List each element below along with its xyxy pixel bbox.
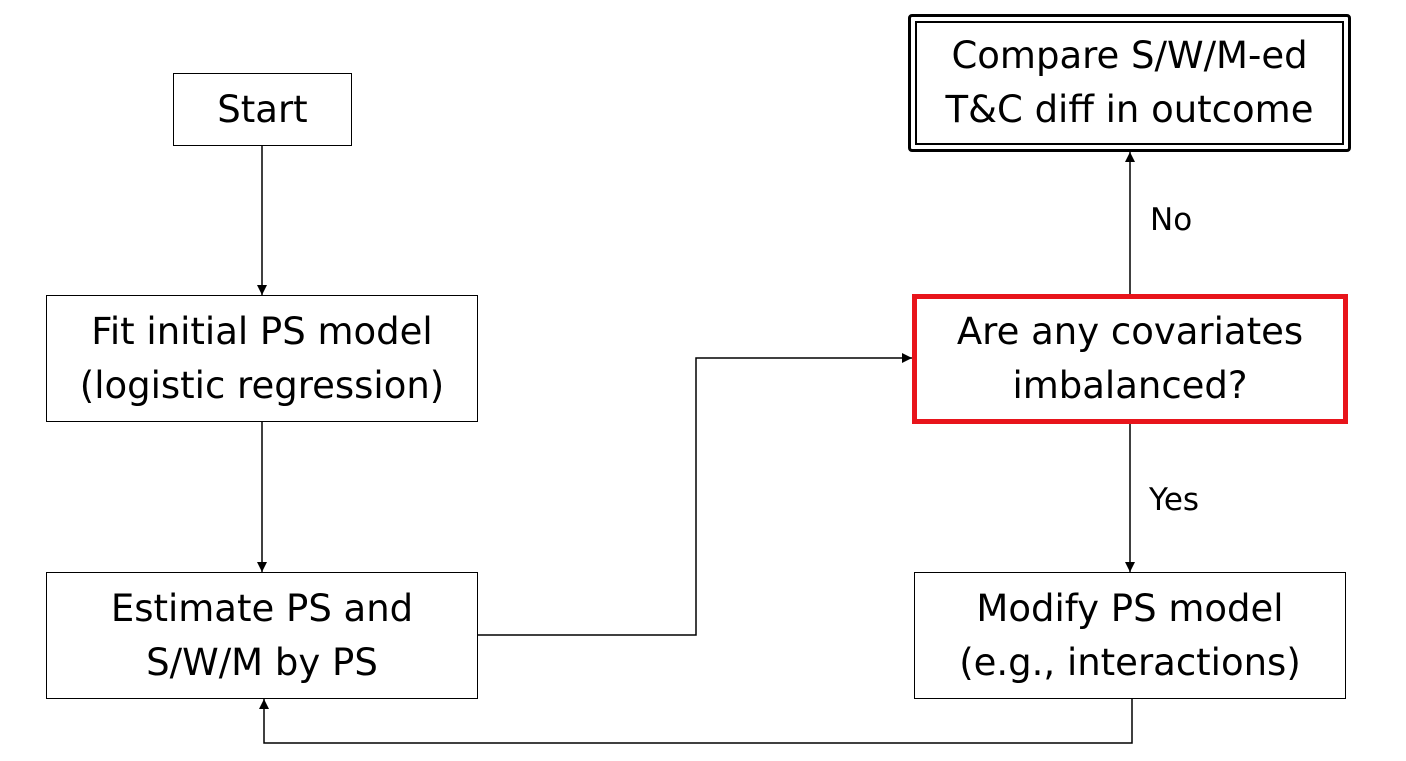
fit-model-label-line-1: Fit initial PS model [91, 309, 433, 353]
fit-model-label-line-2: (logistic regression) [79, 363, 445, 407]
modify-label-line-1: Modify PS model [976, 586, 1284, 630]
question-label-line-2: imbalanced? [1012, 364, 1248, 407]
compare-label-line-1: Compare S/W/M-ed [951, 34, 1308, 77]
compare-node-inner-border: Compare S/W/M-ed T&C diff in outcome [915, 21, 1344, 145]
modify-label-line-2: (e.g., interactions) [959, 640, 1301, 684]
imbalance-decision-node: Are any covariates imbalanced? [912, 294, 1348, 424]
arrow-modify-to-estimate [259, 699, 1133, 744]
modify-ps-model-node: Modify PS model (e.g., interactions) [914, 572, 1346, 699]
estimate-ps-node: Estimate PS and S/W/M by PS [46, 572, 478, 699]
arrow-estimate-to-question [478, 353, 912, 636]
fit-initial-model-node: Fit initial PS model (logistic regressio… [46, 295, 478, 422]
yes-branch-label: Yes [1149, 482, 1200, 518]
compare-label-line-2: T&C diff in outcome [945, 88, 1314, 131]
no-branch-label: No [1150, 202, 1193, 238]
estimate-label-line-1: Estimate PS and [110, 586, 414, 630]
estimate-label-line-2: S/W/M by PS [146, 640, 378, 684]
compare-outcome-end-node: Compare S/W/M-ed T&C diff in outcome [908, 14, 1351, 152]
start-node: Start [173, 73, 352, 146]
start-node-label: Start [217, 87, 308, 131]
question-label-line-1: Are any covariates [956, 310, 1304, 353]
